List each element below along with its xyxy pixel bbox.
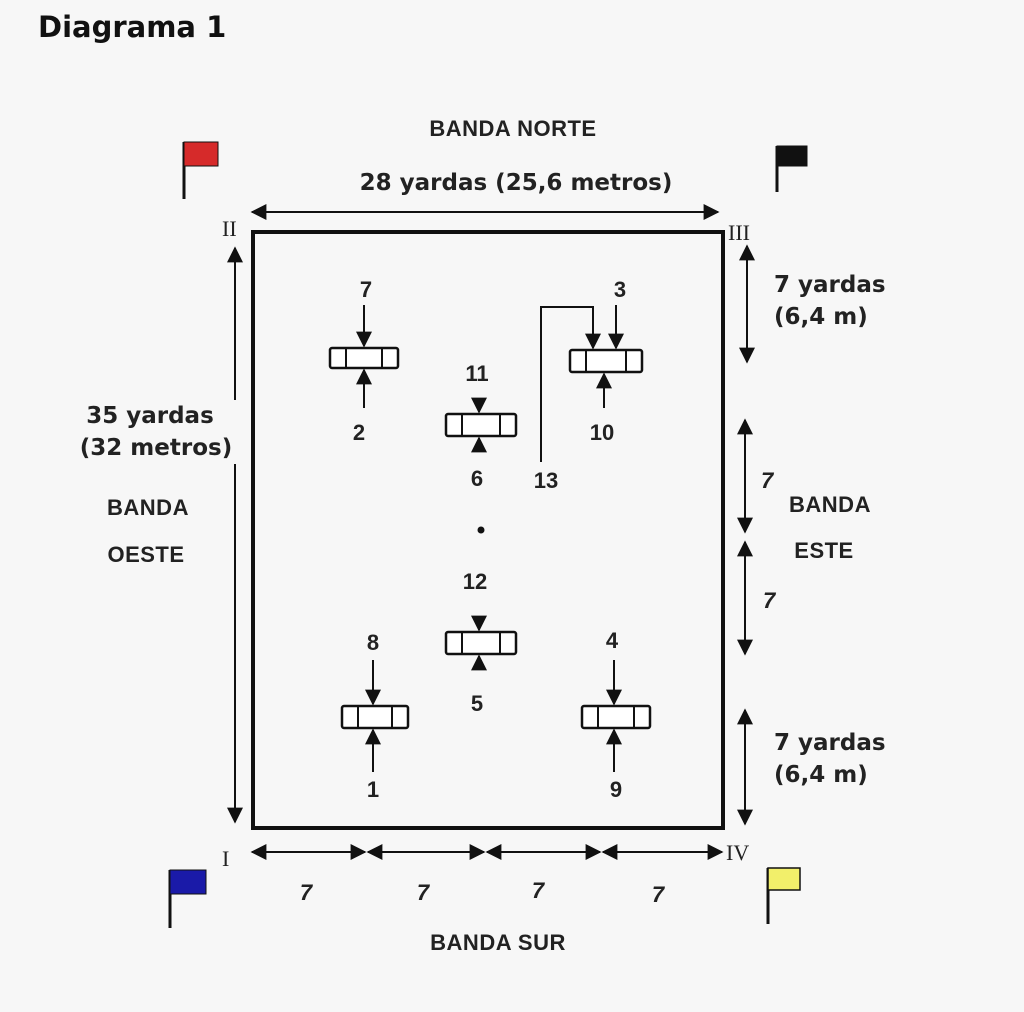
- north-side-label: BANDA NORTE: [429, 116, 596, 141]
- bottom-right-measure-1: 7 yardas: [774, 730, 886, 756]
- top-right-measure-1: 7 yardas: [774, 272, 886, 298]
- black-flag-icon: [775, 145, 808, 192]
- blue-flag-icon: [168, 869, 207, 928]
- red-flag-icon: [182, 141, 219, 199]
- arrow-13-path: [540, 306, 601, 462]
- corner-label-3: III: [728, 220, 750, 245]
- field-boundary: [251, 230, 725, 830]
- east-side-label-1: BANDA: [789, 492, 871, 517]
- obstacle-number-12: 12: [463, 569, 487, 594]
- length-measure-label-2: (32 metros): [80, 435, 232, 461]
- obstacle-number-9: 9: [610, 777, 622, 802]
- gate-bottom-left: [340, 704, 410, 730]
- obstacle-number-11: 11: [465, 361, 488, 386]
- obstacle-number-5: 5: [471, 691, 483, 716]
- obstacle-number-7: 7: [360, 277, 372, 302]
- south-measure-1: 7: [300, 880, 314, 905]
- obstacle-number-2: 2: [353, 420, 365, 445]
- corner-label-2: II: [222, 216, 237, 241]
- east-side-label-2: ESTE: [794, 538, 853, 563]
- gate-center-top: [444, 412, 518, 438]
- obstacle-number-10: 10: [590, 420, 614, 445]
- obstacle-number-6: 6: [471, 466, 483, 491]
- length-measure-label-1: 35 yardas: [86, 403, 214, 429]
- south-measure-2: 7: [417, 880, 431, 905]
- south-measure-4: 7: [652, 882, 666, 907]
- south-side-label: BANDA SUR: [430, 930, 566, 955]
- south-measure-3: 7: [532, 878, 546, 903]
- gate-center-bottom: [444, 630, 518, 656]
- west-side-label-2: OESTE: [107, 542, 184, 567]
- obstacle-number-3: 3: [614, 277, 626, 302]
- center-point: [477, 526, 485, 534]
- corner-label-1: I: [222, 846, 229, 871]
- gate-top-left: [328, 346, 400, 370]
- east-mid-measure-1: 7: [761, 468, 775, 493]
- top-right-measure-2: (6,4 m): [774, 304, 868, 330]
- gate-top-right: [568, 348, 644, 374]
- diagram-title: Diagrama 1: [38, 10, 227, 44]
- obstacle-number-13: 13: [534, 468, 558, 493]
- west-side-label-1: BANDA: [107, 495, 189, 520]
- width-measure-label: 28 yardas (25,6 metros): [360, 170, 673, 196]
- obstacle-number-1: 1: [367, 777, 379, 802]
- bottom-right-measure-2: (6,4 m): [774, 762, 868, 788]
- east-mid-measure-2: 7: [763, 588, 777, 613]
- obstacle-number-4: 4: [606, 628, 619, 653]
- corner-label-4: IV: [726, 840, 749, 865]
- obstacle-number-8: 8: [367, 630, 379, 655]
- yellow-flag-icon: [766, 867, 801, 924]
- gate-bottom-right: [580, 704, 652, 730]
